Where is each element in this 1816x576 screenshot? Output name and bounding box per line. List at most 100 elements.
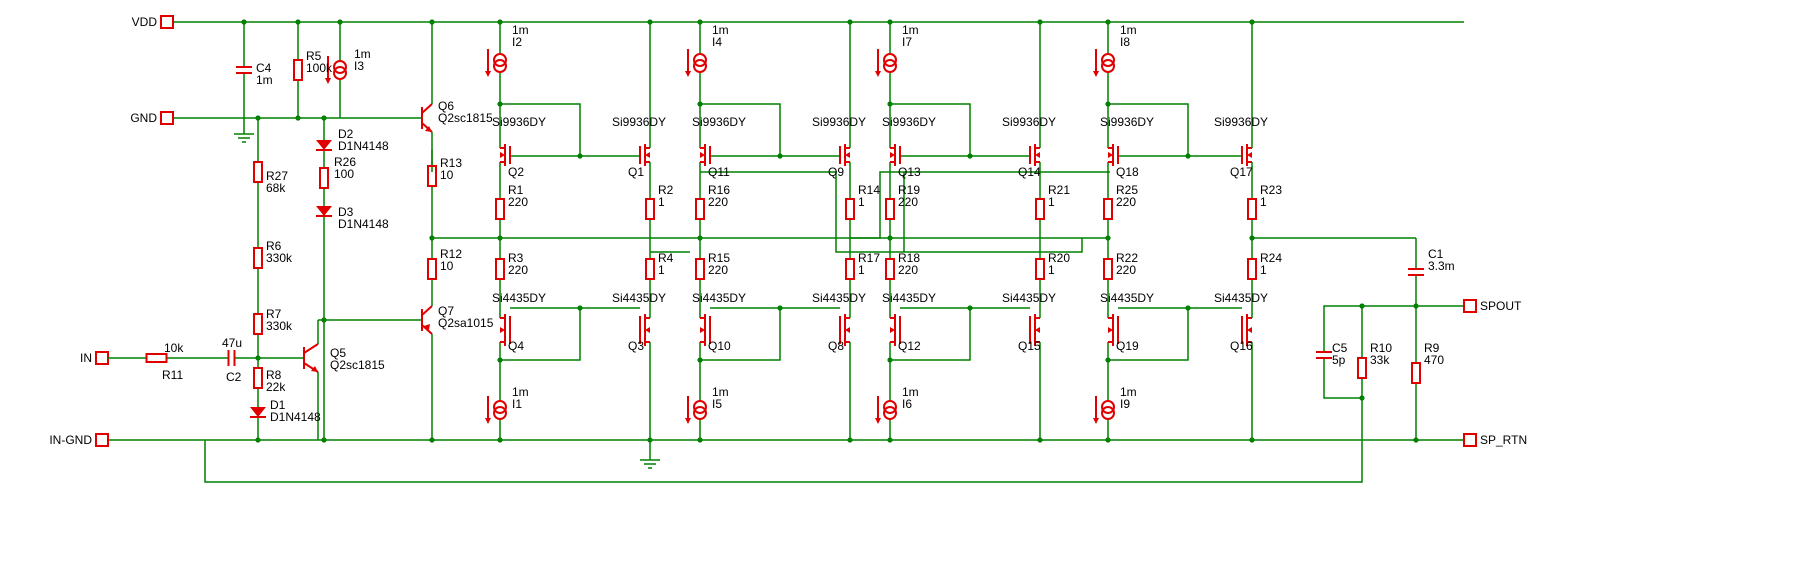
q-top-left-2: Q11 <box>708 165 730 179</box>
part-top-left-2: Si9936DY <box>692 115 746 129</box>
i3-value: I3 <box>354 59 364 73</box>
d1-label: D1 <box>270 398 286 412</box>
rs3-3-value: 220 <box>898 263 918 277</box>
r7-label: R7 <box>266 307 282 321</box>
resistor-src-a-2 <box>695 180 705 238</box>
r7-value: 330k <box>266 319 293 333</box>
resistor-src-c-4 <box>1103 238 1113 300</box>
part-bottom-right-4: Si4435DY <box>1214 291 1268 305</box>
spout-label: SPOUT <box>1480 299 1522 313</box>
part-bottom-left-1: Si4435DY <box>492 291 546 305</box>
sp-rtn-label: SP_RTN <box>1480 433 1527 447</box>
spout-port <box>1463 299 1477 313</box>
rs2-3-label: R21 <box>1048 183 1070 197</box>
r12-label: R12 <box>440 247 462 261</box>
rs2-3-value: 1 <box>1048 195 1055 209</box>
c4-label: C4 <box>256 61 272 75</box>
rs2-4-value: 1 <box>1260 195 1267 209</box>
labels: VDDGNDININ-GNDC41mR5100k1mI3Q6Q2sc1815D2… <box>49 15 1527 447</box>
q-bottom-right-4: Q16 <box>1230 339 1253 353</box>
current-source-bottom-2 <box>685 380 707 440</box>
mosfet-bottom-right-1 <box>639 300 651 360</box>
rs1-4-label: R25 <box>1116 183 1138 197</box>
resistor-src-a-3 <box>885 180 895 238</box>
junction-dot <box>847 437 853 443</box>
rs1-1-label: R1 <box>508 183 524 197</box>
part-top-right-2: Si9936DY <box>812 115 866 129</box>
mosfet-top-right-4 <box>1241 130 1253 180</box>
resistor-r26 <box>319 160 329 196</box>
ibot-4-label: 1m <box>1120 385 1137 399</box>
resistor-r8 <box>253 358 263 398</box>
resistor-r6 <box>253 226 263 290</box>
mosfet-bottom-right-4 <box>1241 300 1253 360</box>
d2-value: D1N4148 <box>338 139 389 153</box>
part-bottom-right-2: Si4435DY <box>812 291 866 305</box>
current-source-i3 <box>325 22 347 118</box>
r5-value: 100k <box>306 61 333 75</box>
q-bottom-left-2: Q10 <box>708 339 731 353</box>
d1-value: D1N4148 <box>270 410 321 424</box>
q6-label: Q6 <box>438 99 454 113</box>
r9-value: 470 <box>1424 353 1444 367</box>
ground-symbol-main <box>640 452 660 469</box>
itop-2-value: I4 <box>712 35 722 49</box>
mosfet-top-left-4 <box>1107 130 1119 180</box>
current-source-bottom-4 <box>1093 380 1115 440</box>
r6-label: R6 <box>266 239 282 253</box>
r5-label: R5 <box>306 49 322 63</box>
r6-value: 330k <box>266 251 293 265</box>
mosfet-top-left-1 <box>499 130 511 180</box>
part-top-left-1: Si9936DY <box>492 115 546 129</box>
resistor-src-b-3 <box>1035 180 1045 238</box>
resistor-r11 <box>108 353 205 363</box>
c2-value: 47u <box>222 336 242 350</box>
wires <box>108 19 1464 483</box>
current-source-top-4 <box>1093 22 1115 104</box>
resistor-src-c-2 <box>695 238 705 300</box>
resistor-r10 <box>1357 338 1367 398</box>
junction-dot <box>777 153 783 159</box>
transistor-q6 <box>418 22 433 172</box>
junction-dot <box>577 153 583 159</box>
q-top-right-2: Q9 <box>828 165 844 179</box>
components <box>95 15 1477 469</box>
transistor-q5 <box>300 320 319 378</box>
in-gnd-port <box>95 433 109 447</box>
r11-label: R11 <box>162 368 183 382</box>
wire <box>850 171 1110 239</box>
q-bottom-left-1: Q4 <box>508 339 524 353</box>
current-source-top-2 <box>685 22 707 104</box>
part-bottom-left-3: Si4435DY <box>882 291 936 305</box>
itop-4-label: 1m <box>1120 23 1137 37</box>
junction-dot <box>1185 153 1191 159</box>
rs3-2-value: 220 <box>708 263 728 277</box>
capacitor-c1 <box>1408 238 1424 306</box>
r27-value: 68k <box>266 181 286 195</box>
part-top-right-4: Si9936DY <box>1214 115 1268 129</box>
diode-d3 <box>316 196 332 226</box>
junction-dot <box>967 153 973 159</box>
resistor-r5 <box>293 22 303 118</box>
junction-dot <box>1359 303 1365 309</box>
rs1-3-value: 220 <box>898 195 918 209</box>
part-top-left-4: Si9936DY <box>1100 115 1154 129</box>
rs4-3-label: R20 <box>1048 251 1070 265</box>
r8-label: R8 <box>266 368 282 382</box>
r11-value: 10k <box>164 341 184 355</box>
rs2-2-label: R14 <box>858 183 880 197</box>
itop-1-value: I2 <box>512 35 522 49</box>
wire <box>700 171 1083 253</box>
current-source-bottom-3 <box>875 380 897 440</box>
junction-dot <box>255 437 261 443</box>
rs1-1-value: 220 <box>508 195 528 209</box>
resistor-src-d-2 <box>845 238 855 300</box>
rs4-2-value: 1 <box>858 263 865 277</box>
q-bottom-left-3: Q12 <box>898 339 921 353</box>
resistor-src-a-4 <box>1103 180 1113 238</box>
resistor-src-d-1 <box>645 238 655 300</box>
resistor-r9 <box>1411 306 1421 440</box>
c4-value: 1m <box>256 73 273 87</box>
resistor-src-a-1 <box>495 180 505 238</box>
resistor-src-d-3 <box>1035 238 1045 300</box>
